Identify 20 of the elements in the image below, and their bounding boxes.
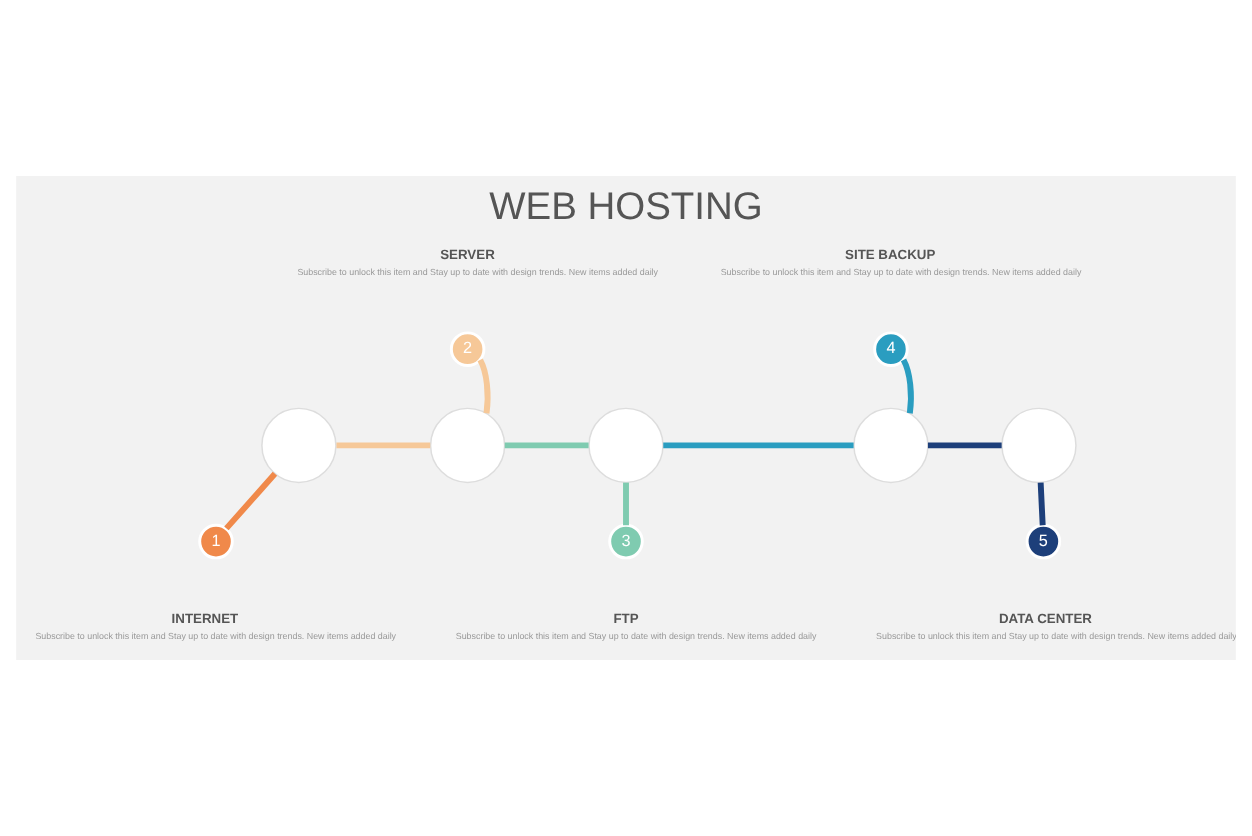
diagram-title: WEB HOSTING xyxy=(489,186,763,229)
connector xyxy=(504,442,589,449)
connector xyxy=(336,442,431,449)
connector xyxy=(623,482,629,526)
connector xyxy=(477,358,491,414)
node-circle xyxy=(1001,407,1077,484)
connector xyxy=(900,358,914,414)
node-circle xyxy=(429,407,506,484)
connector xyxy=(224,471,278,531)
connector xyxy=(927,442,1002,449)
node-circle: 4 xyxy=(873,331,909,367)
node-circle xyxy=(261,407,337,484)
connector xyxy=(663,442,854,449)
node-circle: 5 xyxy=(1025,523,1062,560)
connector xyxy=(1037,482,1046,526)
node-circle xyxy=(588,407,664,484)
node-circle: 3 xyxy=(608,523,644,560)
node-circle: 1 xyxy=(198,523,234,560)
node-circle xyxy=(853,407,929,484)
node-circle: 2 xyxy=(449,331,486,367)
